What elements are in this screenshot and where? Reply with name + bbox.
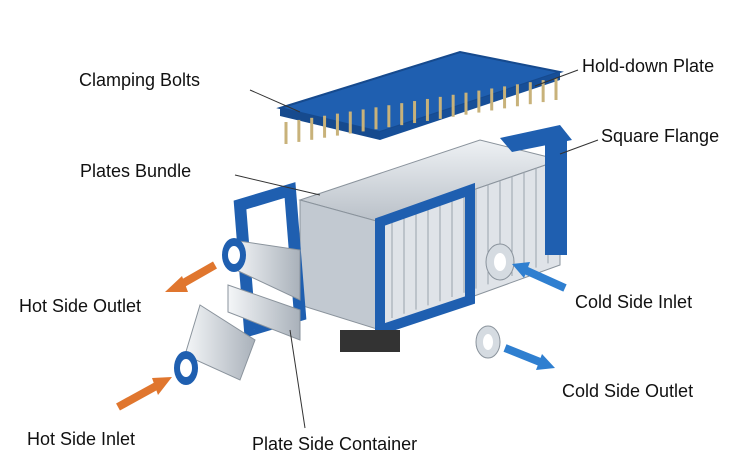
leader-square-flange (559, 139, 599, 155)
square-flange-frame-rear (500, 125, 572, 255)
hot-side-outlet-nozzle (222, 238, 301, 301)
label-hold-down-plate: Hold-down Plate (582, 56, 715, 76)
leader-lines (234, 69, 599, 429)
cold-side-inlet-nozzle (485, 243, 515, 281)
leader-clamping-bolts (249, 89, 301, 113)
cold-outlet-arrow (503, 344, 555, 370)
plates-bundle (298, 139, 562, 331)
label-cold-side-inlet: Cold Side Inlet (575, 292, 693, 312)
hot-inlet-arrow (116, 377, 172, 411)
label-cold-side-outlet: Cold Side Outlet (562, 381, 694, 401)
leader-hold-down-plate (534, 69, 579, 87)
leader-plates-bundle (234, 174, 321, 196)
label-hot-side-inlet: Hot Side Inlet (27, 429, 136, 449)
label-plate-side-container: Plate Side Container (252, 434, 418, 454)
plate-side-container-base (340, 330, 400, 352)
leader-plate-side-container (289, 329, 306, 429)
cold-inlet-arrow (512, 262, 567, 292)
hot-side-inlet-nozzle (174, 304, 256, 385)
hot-outlet-arrow (165, 261, 217, 292)
cold-side-outlet-nozzle (475, 325, 501, 359)
label-clamping-bolts: Clamping Bolts (79, 70, 201, 90)
clamping-bolts (284, 78, 558, 144)
label-hot-side-outlet: Hot Side Outlet (19, 296, 142, 316)
label-square-flange: Square Flange (601, 126, 720, 146)
plate-side-container (227, 284, 301, 341)
label-plates-bundle: Plates Bundle (80, 161, 192, 181)
